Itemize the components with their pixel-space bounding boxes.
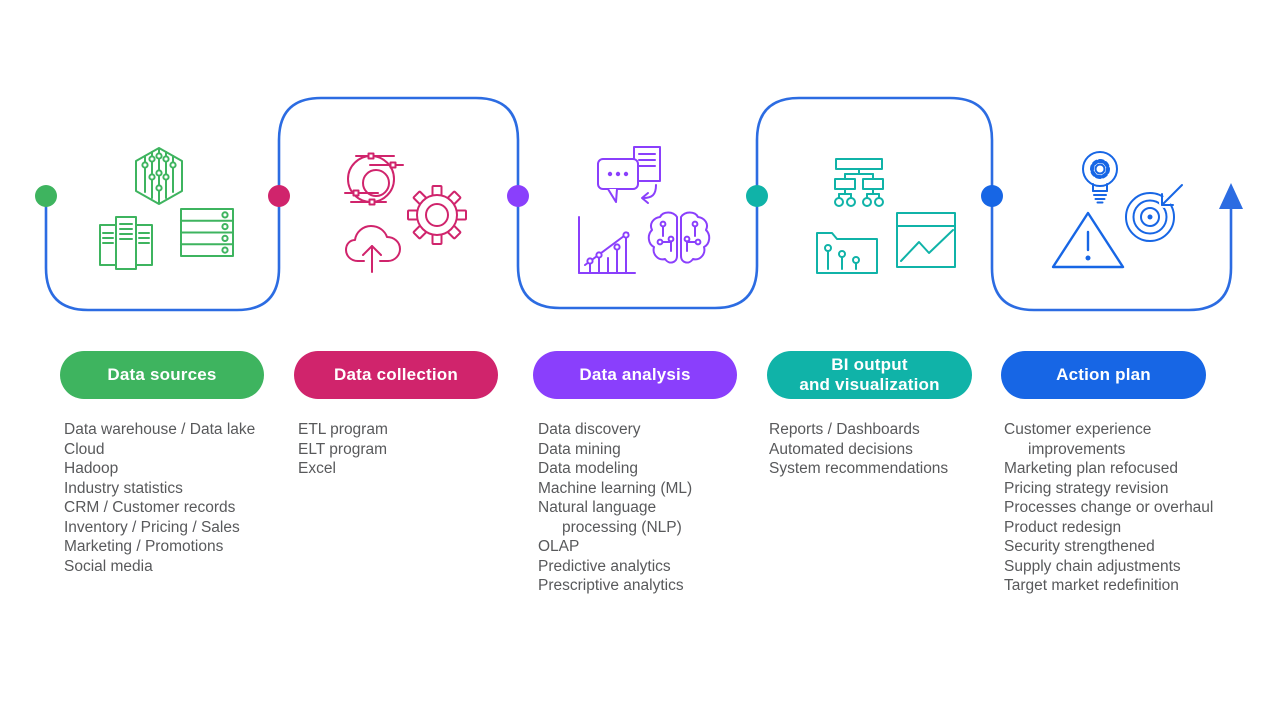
data-set-icon — [135, 147, 183, 205]
list-item: Automated decisions — [769, 440, 913, 458]
list-item: Marketing plan refocused — [1004, 460, 1179, 477]
stage-list-data-analysis: Data discovery Data mining Data modeling… — [538, 420, 724, 596]
gear-icon — [407, 185, 467, 245]
list-item: Data warehouse / Data lake — [64, 421, 256, 438]
trend-chart-icon — [578, 216, 636, 274]
chat-document-icon — [597, 146, 661, 204]
list-item: Customer experience improvements — [1004, 421, 1152, 458]
stage-pill-data-collection[interactable]: Data collection — [294, 351, 498, 399]
stage-pill-bi-output[interactable]: BI output and visualization — [767, 351, 972, 399]
list-item: Processes change or overhaul — [1004, 499, 1214, 516]
stage-pill-data-sources[interactable]: Data sources — [60, 351, 264, 399]
flowchart-icon — [834, 158, 884, 207]
list-item: Marketing / Promotions — [64, 538, 224, 555]
list-item: Industry statistics — [64, 479, 183, 497]
list-item: CRM / Customer records — [64, 499, 236, 516]
list-item: Machine learning (ML) — [538, 479, 693, 497]
target-arrow-icon — [1125, 181, 1186, 242]
list-item: Product redesign — [1004, 518, 1122, 536]
list-item: Data discovery — [538, 421, 641, 438]
list-item: Reports / Dashboards — [769, 421, 920, 438]
list-item: ELT program — [298, 440, 388, 458]
list-item: Supply chain adjustments — [1004, 557, 1181, 575]
list-item: Pricing strategy revision — [1004, 479, 1169, 497]
list-item: Data mining — [538, 440, 621, 458]
list-item: Inventory / Pricing / Sales — [64, 518, 240, 536]
flow-line — [44, 96, 1233, 312]
list-item: Predictive analytics — [538, 557, 671, 575]
stage-dot-data-sources — [35, 185, 57, 207]
brain-icon — [647, 211, 711, 264]
stage-list-bi-output: Reports / Dashboards Automated decisions… — [769, 420, 991, 479]
stage-list-action-plan: Customer experience improvements Marketi… — [1004, 420, 1222, 596]
warning-icon — [1051, 211, 1125, 269]
data-folder-icon — [816, 232, 878, 274]
list-item: OLAP — [538, 538, 580, 555]
list-item: Prescriptive analytics — [538, 577, 684, 594]
idea-bulb-icon — [1082, 151, 1118, 204]
cloud-upload-icon — [345, 225, 401, 273]
list-item: Security strengthened — [1004, 538, 1155, 555]
list-item: Data modeling — [538, 460, 638, 477]
list-item: ETL program — [298, 421, 388, 438]
chart-window-icon — [896, 212, 956, 268]
stage-list-data-collection: ETL program ELT program Excel — [298, 420, 508, 479]
stage-dot-data-collection — [268, 185, 290, 207]
stage-dot-bi-output — [746, 185, 768, 207]
stage-pill-action-plan[interactable]: Action plan — [1001, 351, 1206, 399]
list-item: Hadoop — [64, 460, 119, 477]
list-item: Target market redefinition — [1004, 577, 1179, 594]
list-item: Cloud — [64, 440, 105, 458]
list-item: System recommendations — [769, 460, 949, 477]
storage-stack-icon — [180, 208, 234, 257]
stage-list-data-sources: Data warehouse / Data lake Cloud Hadoop … — [64, 420, 292, 576]
servers-icon — [99, 216, 153, 270]
flow-arrow-icon — [1219, 183, 1243, 209]
list-item: Excel — [298, 460, 336, 477]
data-flow-icon — [344, 152, 404, 206]
stage-dot-action-plan — [981, 185, 1003, 207]
list-item: Natural language processing (NLP) — [538, 499, 682, 536]
stage-dot-data-analysis — [507, 185, 529, 207]
stage-pill-data-analysis[interactable]: Data analysis — [533, 351, 737, 399]
list-item: Social media — [64, 557, 153, 575]
